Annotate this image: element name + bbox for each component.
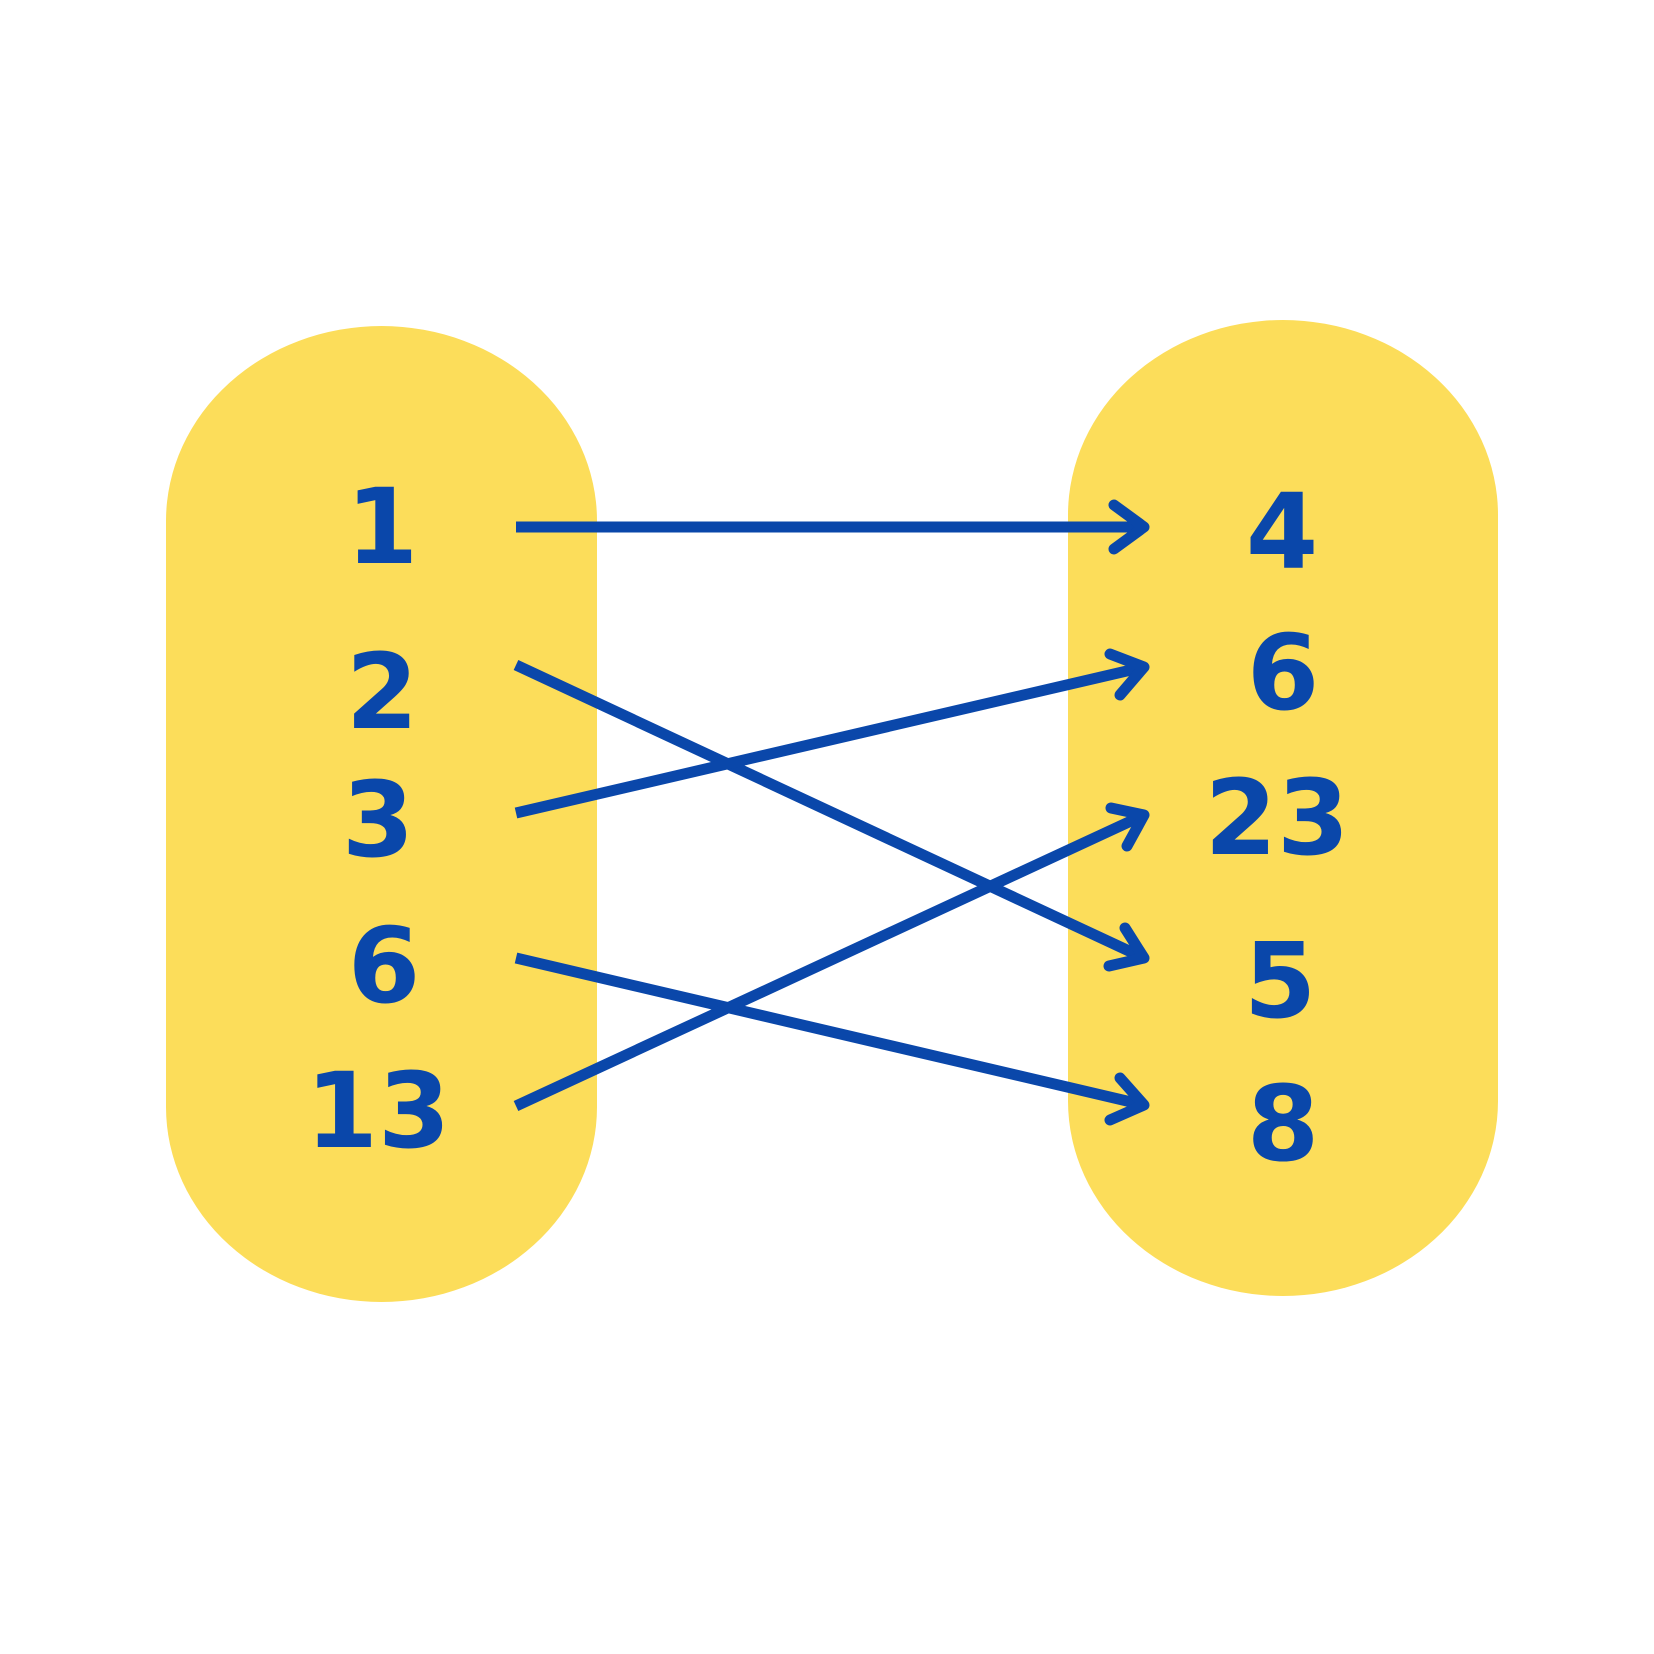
domain-element-13: 13: [306, 1050, 451, 1172]
codomain-element-23: 23: [1205, 757, 1350, 879]
codomain-element-4: 4: [1246, 471, 1318, 593]
codomain-element-6: 6: [1247, 612, 1319, 734]
codomain-element-5: 5: [1244, 920, 1316, 1042]
arrow-3-to-6: [514, 648, 1150, 819]
domain-element-1: 1: [346, 466, 418, 588]
arrow-1-to-4: [516, 499, 1150, 555]
arrow-2-to-5: [513, 660, 1150, 972]
domain-element-2: 2: [346, 631, 418, 753]
domain-element-3: 3: [342, 759, 414, 881]
mapping-arrows: [513, 499, 1150, 1126]
arrow-6-to-8: [514, 952, 1150, 1126]
arrow-13-to-23: [513, 802, 1150, 1111]
codomain-set-oval: [1068, 320, 1498, 1296]
codomain-element-8: 8: [1247, 1063, 1319, 1185]
domain-element-6: 6: [348, 905, 420, 1027]
domain-set-oval: [166, 326, 597, 1302]
